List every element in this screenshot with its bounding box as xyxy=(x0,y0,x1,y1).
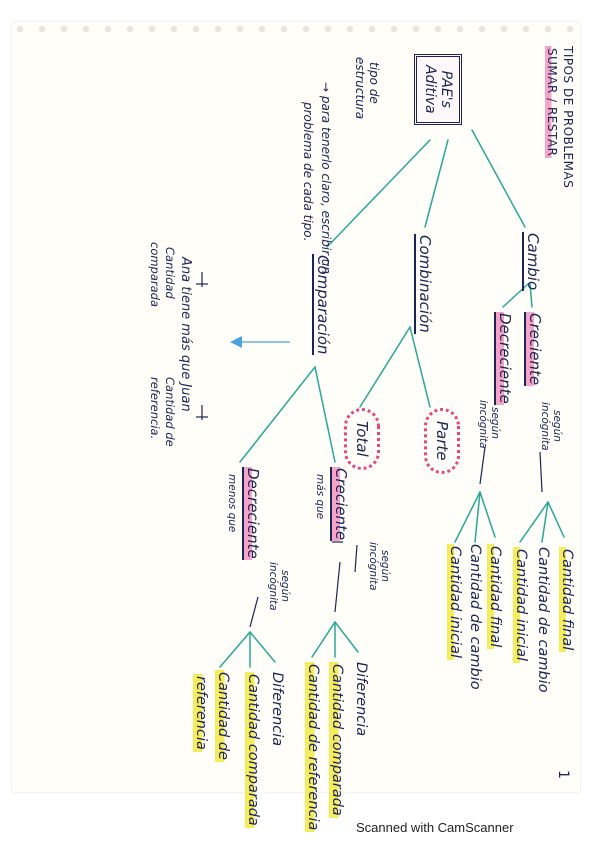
example-sentence: Ana tiene más que Juan xyxy=(178,257,193,412)
comparacion-creciente-item-1: Diferencia xyxy=(353,662,369,737)
comparacion-creciente-item-2: Cantidad comparada xyxy=(329,662,345,818)
notebook-page: TIPOS DE PROBLEMAS SUMAR / RESTAR PAE's … xyxy=(12,22,580,833)
concept-map: TIPOS DE PROBLEMAS SUMAR / RESTAR PAE's … xyxy=(12,22,580,833)
root-note-line2: estructura xyxy=(353,57,367,120)
cambio-creciente: Creciente xyxy=(524,312,544,387)
tip-line2: problema de cada tipo. xyxy=(301,102,315,242)
example-left-label-1: Cantidad xyxy=(163,247,177,299)
connector-lines xyxy=(196,129,565,668)
cambio-segun-2a: según xyxy=(489,407,501,439)
comparacion-incognita-1b: incógnita xyxy=(367,542,379,591)
cambio-creciente-item-2: Cantidad de cambio xyxy=(535,547,551,693)
notebook-binding-holes xyxy=(12,22,580,36)
combinacion-parte: Parte xyxy=(424,408,460,474)
comparacion-decreciente-sub: menos que xyxy=(226,474,238,533)
cambio-segun-1a: según xyxy=(551,410,563,442)
category-combinacion: Combinación xyxy=(414,234,434,334)
cambio-decreciente-item-3: Cantidad inicial xyxy=(447,544,463,660)
comparacion-decreciente-item-3b: referencia xyxy=(193,674,209,752)
comparacion-creciente-sub: más que xyxy=(314,474,326,520)
page-number: 1 xyxy=(555,770,571,779)
comparacion-decreciente-item-2: Cantidad comparada xyxy=(245,672,261,828)
comparacion-decreciente-item-1: Diferencia xyxy=(269,672,285,747)
comparacion-decreciente-item-3a: Cantidad de xyxy=(215,670,231,762)
comparacion-creciente-item-3: Cantidad de referencia xyxy=(305,662,321,833)
cambio-decreciente-item-2: Cantidad de cambio xyxy=(467,544,483,690)
root-line2: Aditiva xyxy=(421,65,438,114)
root-note-line1: tipo de xyxy=(367,62,381,104)
title-line2: SUMAR / RESTAR xyxy=(545,46,559,159)
example-right-label-2: referencia. xyxy=(148,377,162,440)
root-box: PAE's Aditiva xyxy=(413,54,462,125)
title-line1: TIPOS DE PROBLEMAS xyxy=(561,46,575,189)
example-right-label-1: Cantidad de xyxy=(163,377,177,447)
combinacion-total: Total xyxy=(344,408,380,470)
cambio-incognita-2b: incógnita xyxy=(477,400,489,449)
comparacion-decreciente: Decreciente xyxy=(242,467,262,560)
scanner-watermark: Scanned with CamScanner xyxy=(356,820,514,835)
cambio-decreciente-item-1: Cantidad final xyxy=(487,544,503,650)
comparacion-segun-1a: según xyxy=(379,550,391,582)
root-line1: PAE's xyxy=(438,70,454,108)
cambio-creciente-item-3: Cantidad inicial xyxy=(513,547,529,663)
cambio-incognita-1b: incógnita xyxy=(539,402,551,451)
category-comparacion: Comparación xyxy=(312,254,332,356)
category-cambio: Cambio xyxy=(522,232,542,292)
example-left-label-2: comparada xyxy=(148,242,162,308)
comparacion-incognita-2b: incógnita xyxy=(267,562,279,611)
cambio-decreciente: Decreciente xyxy=(494,312,514,405)
comparacion-segun-2a: según xyxy=(279,570,291,602)
comparacion-creciente: Creciente xyxy=(330,467,350,542)
tip-line1: → para tenerlo claro, escribir un xyxy=(319,82,333,275)
cambio-creciente-item-1: Cantidad final xyxy=(559,547,575,653)
